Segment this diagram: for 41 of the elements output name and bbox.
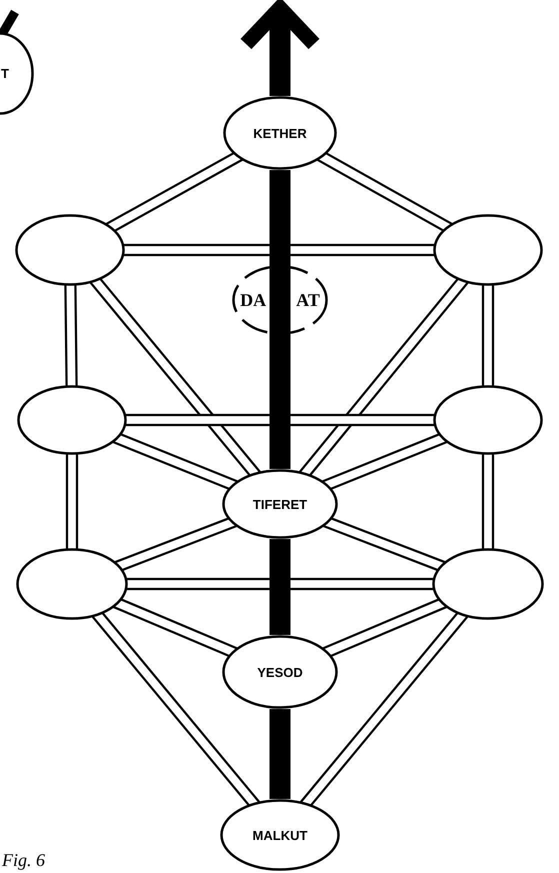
double-line-path: [112, 598, 238, 658]
node-label: KETHER: [253, 126, 307, 140]
ellipse-node: [220, 799, 340, 871]
double-line-path: [64, 283, 78, 388]
node-label: DA: [240, 290, 266, 310]
ellipse-node: [222, 469, 338, 539]
double-line-path: [321, 433, 448, 490]
pillar-bar: [270, 539, 290, 635]
double-line-path: [114, 517, 238, 572]
node-label: MALKUT: [252, 828, 308, 842]
double-line-path: [122, 244, 436, 256]
ellipse-node: [433, 214, 543, 286]
double-line-path: [66, 452, 78, 551]
double-line-path: [482, 283, 494, 388]
double-line-path: [112, 433, 239, 490]
double-line-path: [316, 152, 454, 232]
double-line-path: [89, 278, 262, 477]
ellipse-node: [222, 635, 338, 709]
double-line-path: [322, 517, 446, 572]
ellipse-node: [17, 385, 127, 455]
ellipse-node: [15, 214, 125, 286]
pillar-bar: [270, 170, 290, 265]
node-label: TIFERET: [252, 496, 308, 512]
double-line-path: [322, 598, 448, 658]
double-line-path: [124, 414, 436, 426]
double-line-path: [298, 278, 470, 477]
double-line-path: [299, 612, 469, 807]
double-line-path: [482, 452, 494, 551]
ellipse-node: [223, 96, 337, 170]
ellipse-node: [432, 548, 544, 620]
ellipse-node: [433, 385, 543, 455]
node-label: AT: [296, 290, 320, 310]
pillar-bar: [238, 0, 322, 96]
node-label: YESOD: [257, 664, 303, 680]
figure-caption: Fig. 6: [2, 850, 45, 871]
node-label: T: [1, 66, 9, 80]
double-line-path: [104, 152, 244, 232]
double-line-path: [124, 578, 436, 590]
ellipse-node: [16, 548, 128, 620]
dashed-ellipse-node: [232, 265, 328, 335]
double-line-path: [91, 612, 261, 807]
